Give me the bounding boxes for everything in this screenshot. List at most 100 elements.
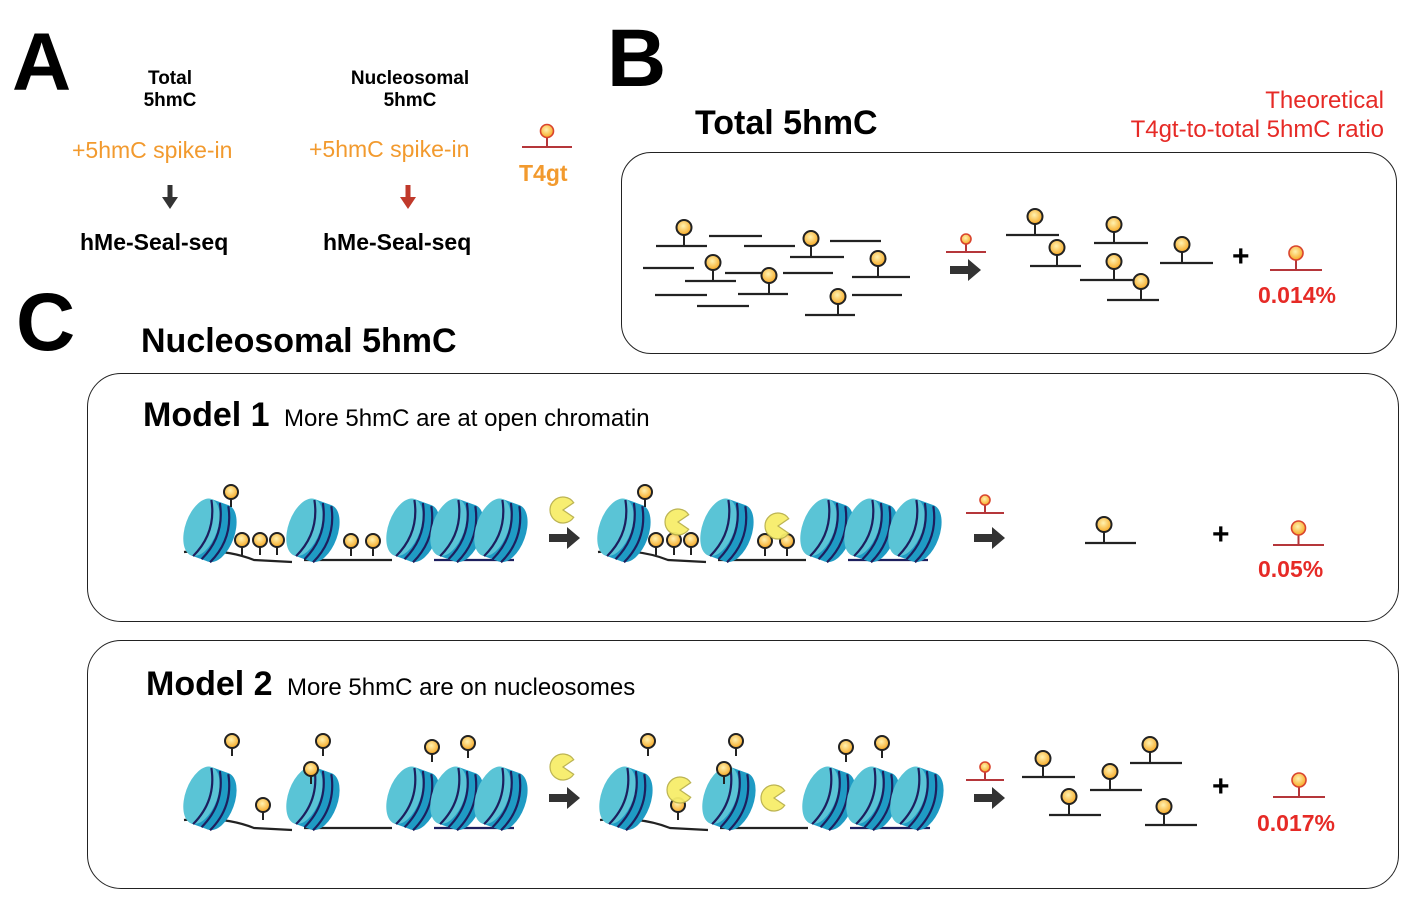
model-1-after-nucleosome-4-wrap-1 [905, 502, 927, 560]
panel-b-plus: + [1232, 240, 1250, 273]
model-1-after-nucleosome-3-wrap-2 [870, 505, 892, 564]
model-2-after-nucleosome-5hmc-3-bead [838, 739, 854, 755]
model-1-before-nucleosome-3-wrap-2 [456, 505, 478, 564]
model-2-after-nucleosome-3-wrap-1 [863, 770, 885, 828]
model-1-before-nucleosome-0-wrap-2 [209, 505, 231, 564]
model-1-before-nucleosome-3-face [430, 498, 467, 556]
panel-c-letter: C [16, 277, 76, 368]
model-2-before-nucleosome-0-wrap-2 [209, 773, 231, 832]
model-1-before-nucleosome-3-wrap-1 [447, 502, 469, 560]
model-2-after-nucleosome-0 [599, 766, 653, 832]
model-2-after-nucleosome-1 [702, 766, 756, 832]
panel-b-captured-fragment-4-bead [1105, 253, 1123, 270]
model-1-after-nucleosome-0-wrap-2 [623, 505, 645, 564]
model-2-box [87, 640, 1399, 889]
model-2-captured-fragment-1-bead [1141, 736, 1159, 753]
total-title-line2: 5hmC [143, 90, 197, 111]
model-2-captured-fragment-0-bead [1034, 750, 1052, 767]
model-2-after-nucleosome-4-wrap-2 [916, 773, 938, 832]
model-1-before-nucleosome-2-face [386, 498, 423, 556]
model-1-after-nucleosome-1-wrap-2 [726, 505, 748, 564]
model-2-after-nucleosome-5hmc-1-bead [728, 733, 744, 749]
model-2-before-nucleosome-5hmc-0-bead [224, 733, 240, 749]
model-1-before-nucleosome-4-face [474, 498, 511, 556]
model-2-captured-fragment-2-bead [1101, 763, 1119, 780]
model-1-before-nucleosome-1-face [286, 498, 323, 556]
t4gt-legend-icon-bead [539, 123, 555, 139]
panel-a-letter: A [12, 17, 72, 108]
nucleosomal-title-line1: Nucleosomal [350, 68, 470, 89]
model-1-before-nucleosome-0-wrap-0 [192, 499, 214, 557]
model-2-arrow-1-icon [549, 787, 580, 809]
model-2-before-nucleosome-3-wrap-1 [447, 770, 469, 828]
model-2-before-nucleosome-0-wrap-1 [200, 770, 222, 828]
model-2-before-nucleosome-5hmc-3-bead [424, 739, 440, 755]
model-1-captured-fragment-bead [1095, 516, 1113, 533]
model-1-before-nucleosome-4-wrap-0 [483, 499, 505, 557]
model-1-t4gt-product-icon-bead [1290, 520, 1307, 536]
model-1-after-nucleosome-0-wrap-0 [606, 499, 628, 557]
model-1-plus: + [1212, 518, 1230, 551]
model-2-before-nucleosome-2-face [386, 766, 423, 824]
model-2-before-nucleosome-4-wrap-2 [500, 773, 522, 832]
model-2-before-nucleosome-5hmc-4-bead [460, 735, 476, 751]
model-2-plus: + [1212, 770, 1230, 803]
model-2-after-nucleosome-2 [802, 766, 856, 832]
model-2-before-nucleosome-0-wrap-0 [192, 767, 214, 825]
model-1-before-nucleosome-2 [386, 498, 440, 564]
model-1-before-nucleosome-5hmc-0-bead [223, 484, 239, 500]
model-2-after-nucleosome-2-wrap-0 [811, 767, 833, 825]
panel-b-captured-fragment-0-bead [1026, 208, 1044, 225]
nucleosomal-5hmc-title: Nucleosomal 5hmC [320, 68, 500, 112]
panel-c-title: Nucleosomal 5hmC [141, 322, 457, 360]
model-1-before-linker-5hmc-3-bead [343, 533, 359, 549]
model-1-before-linker-5hmc-2-bead [269, 532, 285, 548]
model-2-after-nucleosome-4 [890, 766, 944, 832]
model-2-after-nucleosome-2-face [802, 766, 839, 824]
model-1-before-nucleosome-1-wrap-2 [312, 505, 334, 564]
model-2-captured-fragment-4-bead [1155, 798, 1173, 815]
panel-b-letter: B [607, 13, 667, 104]
model-1-after-nucleosome-2-wrap-1 [817, 502, 839, 560]
panel-b-fragment-14-bead [829, 288, 847, 305]
model-2-before-nucleosome-4-wrap-0 [483, 767, 505, 825]
model-2-after-nucleosome-2-wrap-1 [819, 770, 841, 828]
model-2-before-nucleosome-0-face [183, 766, 220, 824]
model-2-after-nucleosome-0-wrap-1 [616, 770, 638, 828]
model-2-after-nucleosome-4-wrap-0 [899, 767, 921, 825]
model-1-before-nucleosome-3 [430, 498, 484, 564]
model-2-before-nucleosome-3-wrap-2 [456, 773, 478, 832]
model-2-after-pacman-0 [666, 776, 692, 804]
model-2-before-nucleosome-1-wrap-1 [303, 770, 325, 828]
model-1-after-linker-5hmc-3-bead [757, 533, 773, 549]
model-1-after-nucleosome-0-face [597, 498, 634, 556]
model-2-before-nucleosome-0 [183, 766, 237, 832]
panel-b-title: Total 5hmC [695, 104, 878, 142]
model-2-before-linker-5hmc-0-bead [255, 797, 271, 813]
nucleosomal-spike-in-label: +5hmC spike-in [309, 136, 470, 162]
model-1-arrow-2-icon [974, 527, 1005, 549]
model-1-after-nucleosome-4-wrap-0 [897, 499, 919, 557]
model-1-after-nucleosome-1-wrap-0 [709, 499, 731, 557]
model-2-before-nucleosome-2-wrap-2 [412, 773, 434, 832]
model-2-before-nucleosome-1-face [286, 766, 323, 824]
model-2-captured-fragment-3-bead [1060, 788, 1078, 805]
panel-b-captured-fragment-3-bead [1173, 236, 1191, 253]
total-arrow-icon [162, 185, 178, 209]
model-2-before-nucleosome-2-wrap-0 [395, 767, 417, 825]
model-1-after-nucleosome-4 [888, 498, 942, 564]
model-1-description: More 5hmC are at open chromatin [284, 405, 650, 432]
model-2-before-nucleosome-3-wrap-0 [439, 767, 461, 825]
panel-b-captured-fragment-1-bead [1105, 216, 1123, 233]
model-1-t4gt-icon-bead [979, 494, 991, 506]
model-1-after-nucleosome-3-wrap-0 [853, 499, 875, 557]
model-2-after-nucleosome-0-wrap-0 [608, 767, 630, 825]
model-1-after-nucleosome-3-face [844, 498, 881, 556]
model-2-after-nucleosome-1-face [702, 766, 739, 824]
model-1-after-pacman-0 [664, 508, 690, 536]
model-2-ratio-value: 0.017% [1257, 810, 1336, 836]
panel-b-t4gt-icon-bead [960, 233, 972, 245]
model-2-after-nucleosome-5hmc-2-bead [716, 761, 732, 777]
total-spike-in-label: +5hmC spike-in [72, 137, 233, 163]
